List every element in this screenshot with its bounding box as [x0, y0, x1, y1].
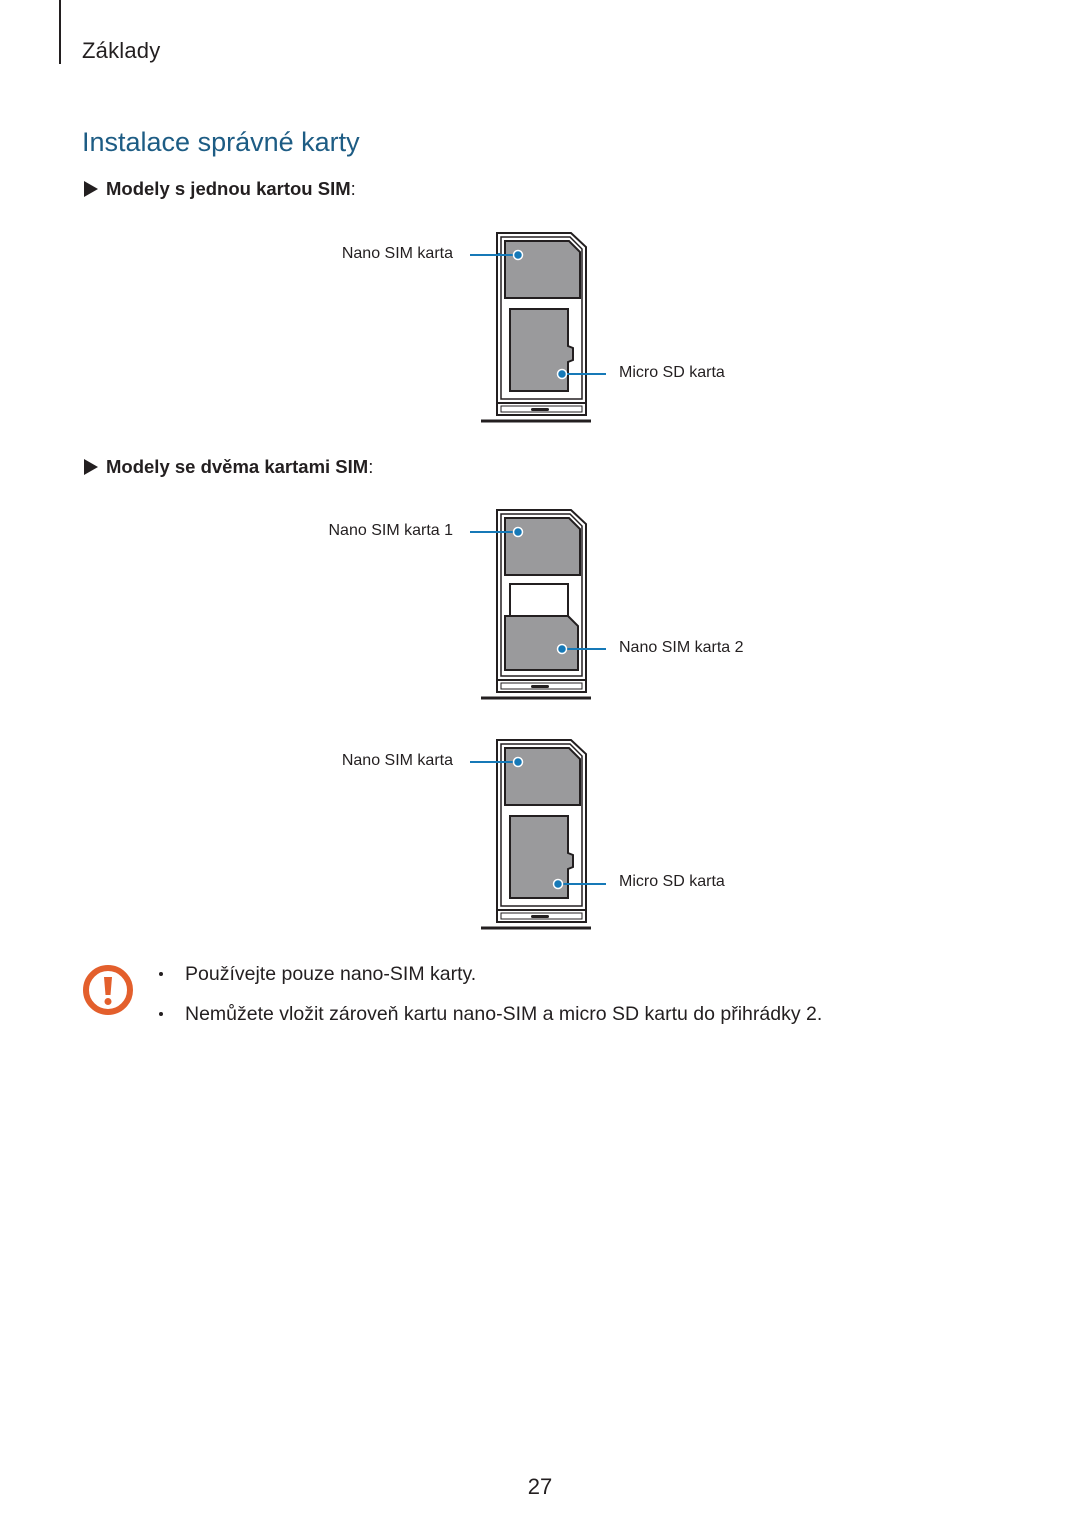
sim-tray-diagram-dual-2 [470, 739, 606, 930]
micro-sd-slot [509, 815, 574, 899]
page-title: Instalace správné karty [82, 127, 360, 157]
subheading-single-sim: Modely s jednou kartou SIM: [84, 178, 356, 200]
notice-list: Používejte pouze nano-SIM karty. Nemůžet… [155, 960, 822, 1040]
sim-tray-diagram-single [470, 232, 606, 423]
nano-sim-2-slot [504, 615, 579, 671]
subheading-dual-sim: Modely se dvěma kartami SIM: [84, 456, 373, 478]
triangle-bullet-icon [84, 181, 98, 197]
nano-sim-card-slot [504, 240, 581, 299]
label-micro-sd: Micro SD karta [619, 364, 725, 381]
section-label: Základy [82, 38, 161, 63]
subheading-text: Modely s jednou kartou SIM [106, 178, 351, 199]
notice-item: Používejte pouze nano-SIM karty. [155, 960, 822, 1000]
nano-sim-1-slot [504, 517, 581, 576]
label-nano-sim-1: Nano SIM karta 1 [328, 522, 454, 539]
triangle-bullet-icon [84, 459, 98, 475]
label-nano-sim-2: Nano SIM karta 2 [619, 639, 744, 656]
nano-sim-slot [504, 747, 581, 806]
sim-tray-diagram-dual-1 [470, 509, 606, 700]
subheading-text: Modely se dvěma kartami SIM [106, 456, 369, 477]
label-nano-sim: Nano SIM karta [341, 245, 453, 262]
page-number: 27 [527, 1474, 553, 1499]
header-rule [59, 0, 61, 64]
micro-sd-card-slot [509, 308, 574, 392]
exclamation-icon [83, 965, 133, 1015]
notice-item: Nemůžete vložit zároveň kartu nano-SIM a… [155, 1000, 822, 1040]
label-nano-sim: Nano SIM karta [341, 752, 453, 769]
label-micro-sd: Micro SD karta [619, 873, 725, 890]
